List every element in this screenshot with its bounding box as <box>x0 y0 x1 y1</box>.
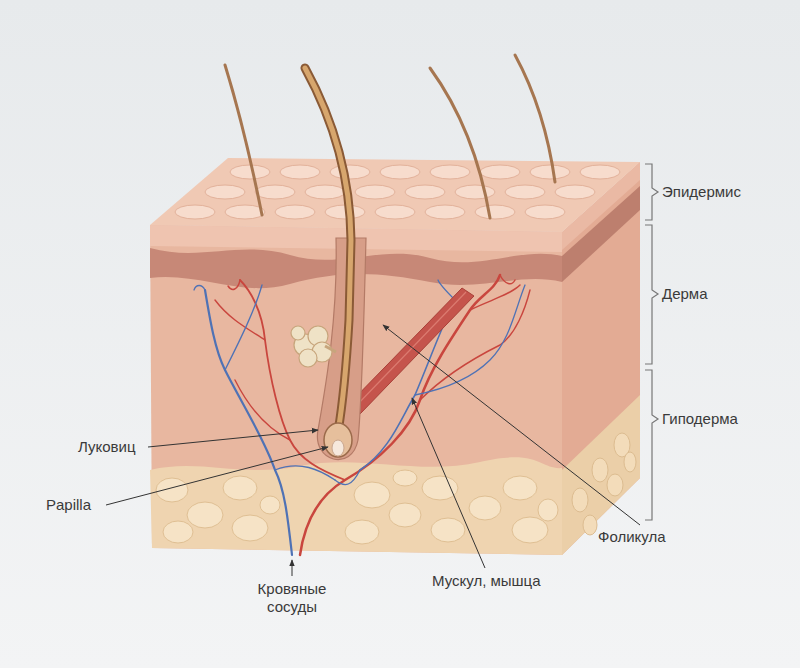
part-label: Луковиц <box>78 438 136 456</box>
layer-label: Эпидермис <box>662 183 741 201</box>
part-label: Мускул, мышца <box>432 572 541 590</box>
layer-label: Дерма <box>662 285 708 303</box>
part-label: Papilla <box>46 496 91 514</box>
part-label: Кровяные сосуды <box>247 580 337 616</box>
layer-label: Гиподерма <box>662 410 738 428</box>
part-label: Фоликула <box>598 528 666 546</box>
